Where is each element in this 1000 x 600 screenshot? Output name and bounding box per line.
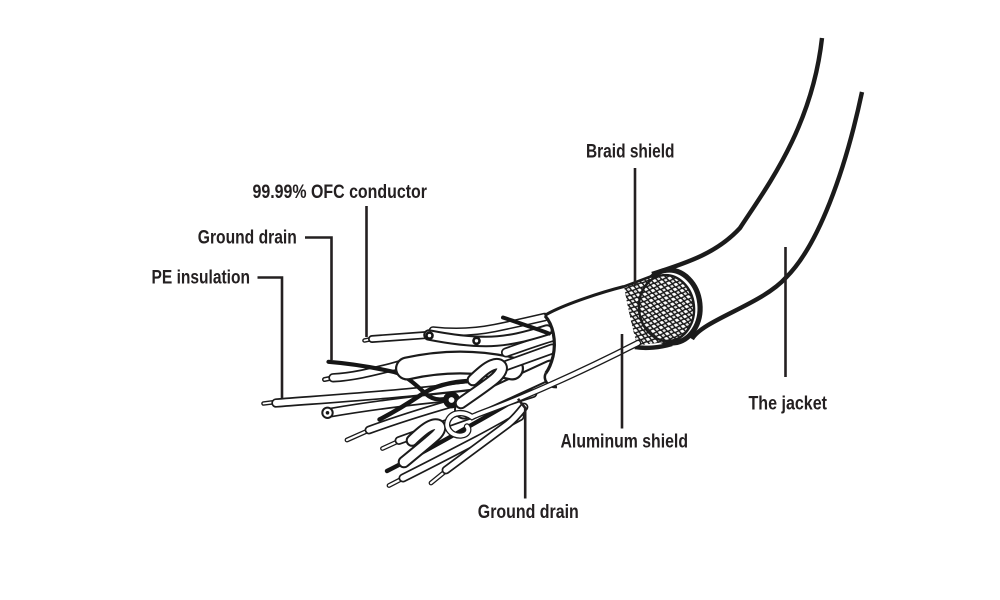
svg-text:PE insulation: PE insulation: [152, 268, 251, 289]
svg-text:Aluminum shield: Aluminum shield: [561, 430, 689, 452]
svg-text:Ground drain: Ground drain: [478, 502, 579, 523]
svg-text:Braid shield: Braid shield: [586, 141, 675, 163]
svg-text:99.99% OFC conductor: 99.99% OFC conductor: [253, 181, 428, 203]
svg-text:The jacket: The jacket: [749, 392, 828, 414]
svg-text:Ground drain: Ground drain: [198, 228, 297, 249]
